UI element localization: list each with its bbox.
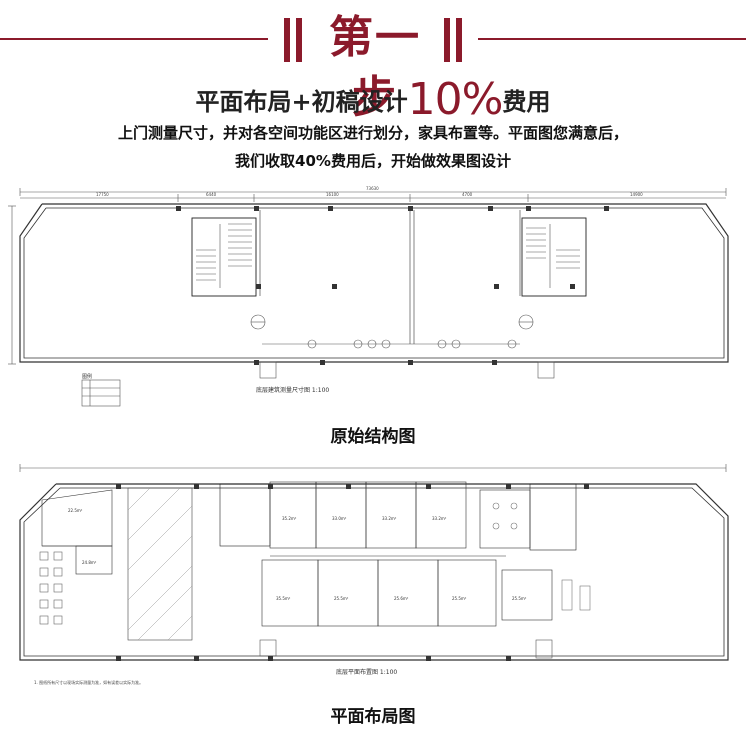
dimension-label: 4700 xyxy=(462,192,473,197)
dimension-label: 16100 xyxy=(326,192,339,197)
drawing-title: 底层平面布置图 1:100 xyxy=(336,668,397,676)
drawing-note: 1. 图纸所有尺寸以现场实际测量为准，如有误差以实际为准。 xyxy=(34,679,143,685)
room-area-label: 25.5m² xyxy=(334,596,349,601)
description-line-1: 上门测量尺寸，并对各空间功能区进行划分，家具布置等。平面图您满意后， xyxy=(117,124,628,142)
original-structure-plan: 底层建筑测量尺寸图 1:100 图例 17750 6440 16100 4700… xyxy=(6,184,740,414)
header-rule-left xyxy=(0,38,268,40)
room-area-label: 25.6m² xyxy=(394,596,409,601)
header-rule-right xyxy=(478,38,746,40)
subtitle-percent: 10% xyxy=(407,74,504,125)
dimension-label: 17750 xyxy=(96,192,109,197)
dimension-label: 14900 xyxy=(630,192,643,197)
header-bar-decoration xyxy=(284,18,290,62)
subtitle-text: 平面布局+初稿设计 xyxy=(195,87,408,116)
room-area-label: 33.2m² xyxy=(432,516,447,521)
original-structure-caption: 原始结构图 xyxy=(330,427,416,447)
header-bar-decoration xyxy=(296,18,302,62)
room-area-label: 33.2m² xyxy=(382,516,397,521)
room-area-label: 22.5m² xyxy=(68,508,83,513)
dimension-label: 6440 xyxy=(206,192,217,197)
step-title: 第一步 xyxy=(329,12,421,123)
room-area-label: 35.2m² xyxy=(282,516,297,521)
legend-title: 图例 xyxy=(82,373,92,380)
room-area-label: 33.0m² xyxy=(332,516,347,521)
floor-layout-plan: 22.5m² 24.8m² 35.2m² 33.0m² 33.2m² 33.2m… xyxy=(6,460,740,692)
room-area-label: 35.5m² xyxy=(276,596,291,601)
drawing-title: 底层建筑测量尺寸图 1:100 xyxy=(256,386,329,394)
floor-layout-drawing: 22.5m² 24.8m² 35.2m² 33.0m² 33.2m² 33.2m… xyxy=(19,464,729,685)
original-structure-drawing: 底层建筑测量尺寸图 1:100 图例 17750 6440 16100 4700… xyxy=(8,186,729,407)
description-line-2: 我们收取40%费用后，开始做效果图设计 xyxy=(235,152,511,170)
room-area-label: 24.8m² xyxy=(82,560,97,565)
floor-layout-caption: 平面布局图 xyxy=(330,707,416,727)
header-bar-decoration xyxy=(456,18,462,62)
dimension-label: 73630 xyxy=(366,186,379,191)
subtitle: 平面布局+初稿设计10%费用 xyxy=(0,74,746,125)
room-area-label: 25.5m² xyxy=(512,596,527,601)
step-header: 第一步 xyxy=(0,8,746,123)
room-area-label: 25.5m² xyxy=(452,596,467,601)
subtitle-fee: 费用 xyxy=(502,87,551,116)
header-bar-decoration xyxy=(444,18,450,62)
